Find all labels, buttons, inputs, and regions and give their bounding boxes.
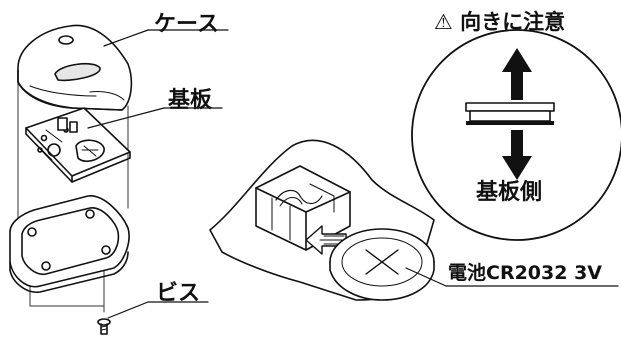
battery-insertion-detail bbox=[209, 139, 619, 301]
orientation-callout bbox=[411, 29, 621, 241]
arrow-up-icon bbox=[502, 48, 532, 100]
board-side-label: 基板側 bbox=[476, 180, 543, 205]
circuit-board-part bbox=[25, 107, 131, 183]
battery-label: 電池CR2032 3V bbox=[448, 262, 602, 284]
case-part bbox=[17, 24, 133, 111]
coin-battery bbox=[329, 228, 435, 301]
battery-side-view bbox=[465, 102, 555, 125]
case-label: ケース bbox=[154, 12, 219, 37]
screw-label: ビス bbox=[156, 281, 201, 306]
leader-lines bbox=[87, 29, 229, 319]
screw-part bbox=[97, 318, 111, 335]
battery-holder bbox=[255, 165, 351, 251]
exploded-assembly bbox=[9, 24, 229, 335]
caution-label: ⚠ 向きに注意 bbox=[434, 10, 566, 34]
arrow-down-icon bbox=[502, 130, 532, 180]
base-tray-part bbox=[9, 195, 130, 293]
board-label: 基板 bbox=[168, 88, 213, 113]
